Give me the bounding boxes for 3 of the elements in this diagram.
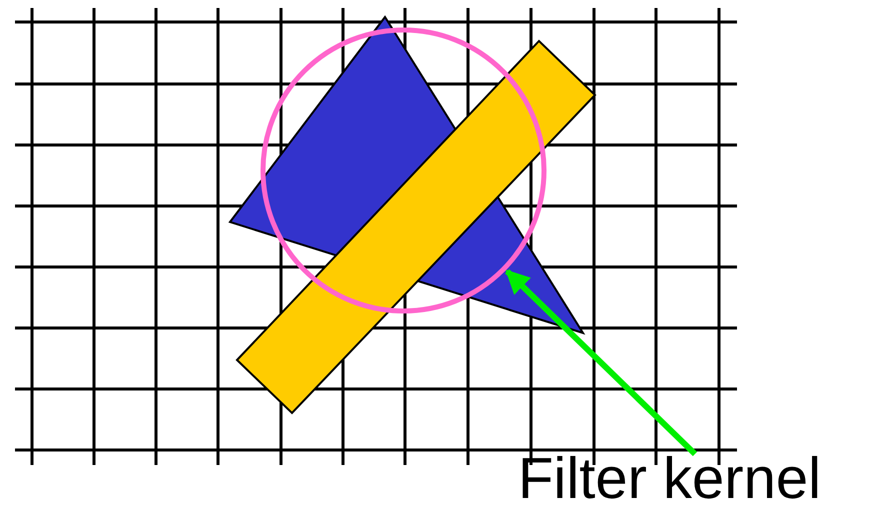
circle-outline — [260, 27, 547, 314]
caption-text: Filter kernel — [518, 450, 821, 508]
leader-arrow — [505, 269, 698, 456]
